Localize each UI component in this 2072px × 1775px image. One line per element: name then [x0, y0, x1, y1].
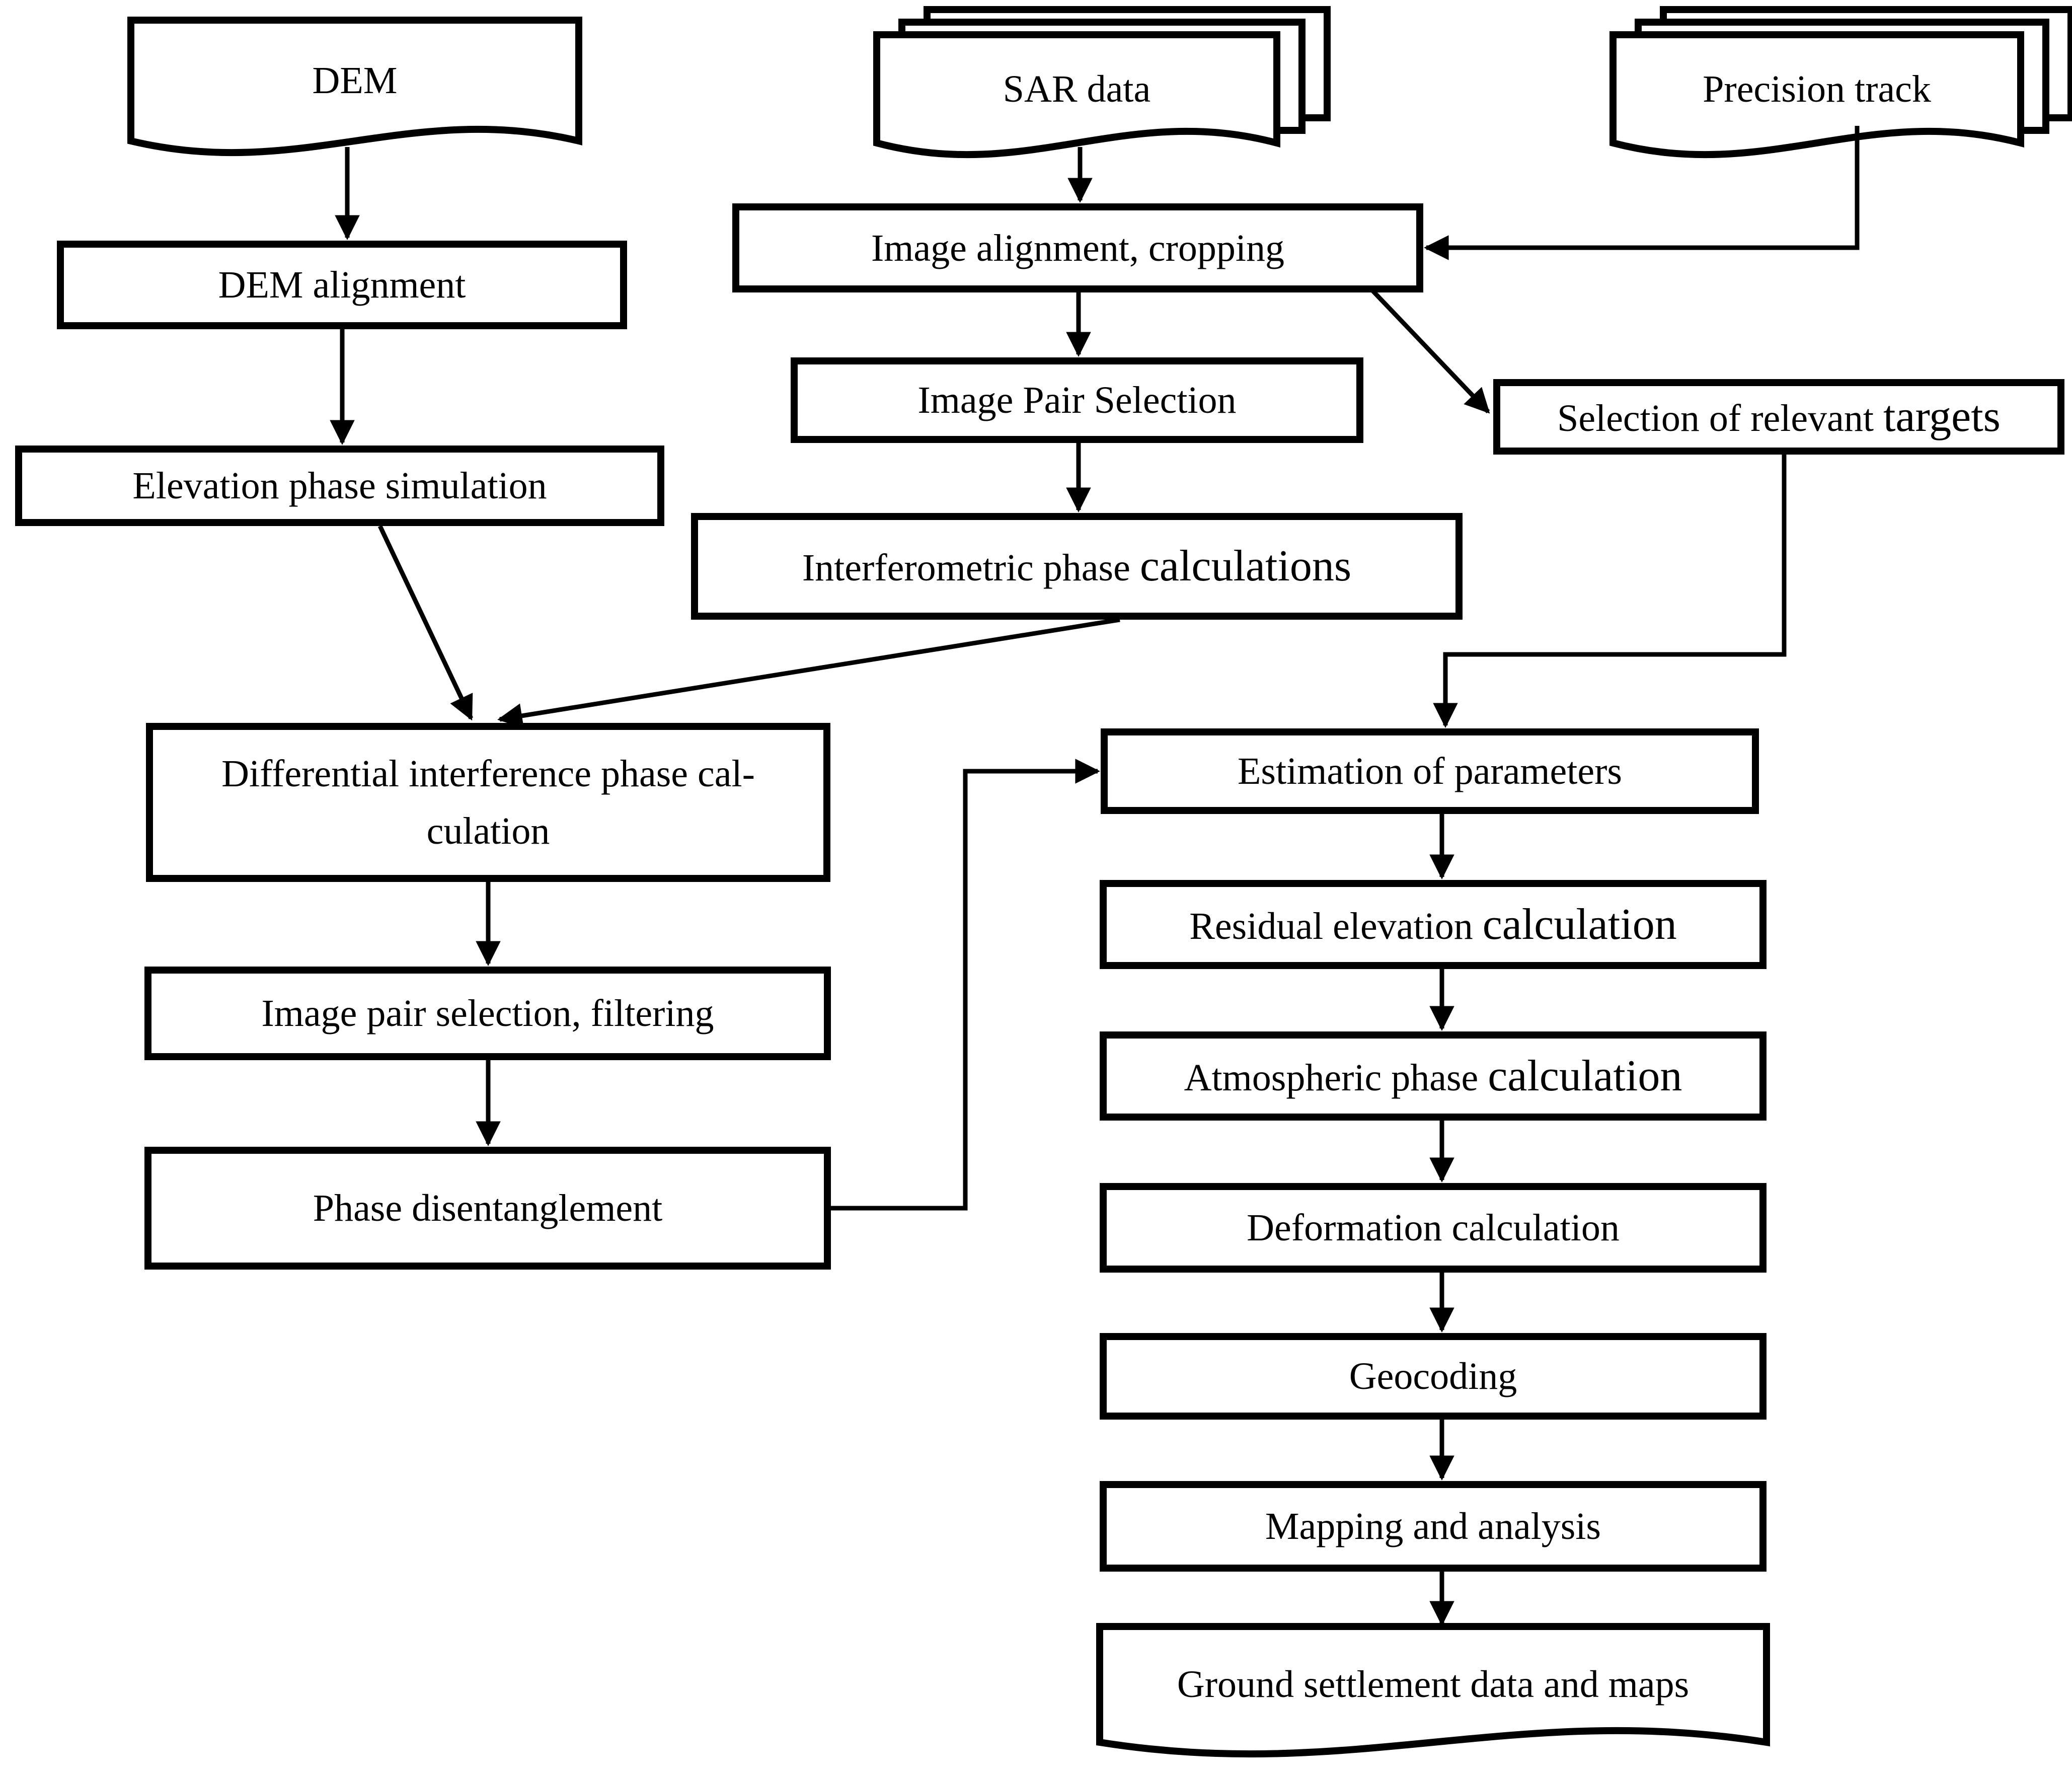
node-estimation-of-parameters: Estimation of parameters	[1101, 728, 1759, 814]
node-atmospheric-phase-calculation-label: Atmospheric phase calculation	[1177, 1043, 1690, 1110]
interferometric-text: Interferometric phase	[802, 547, 1140, 589]
node-dem-label: DEM	[312, 59, 398, 102]
node-residual-elevation-calculation-label: Residual elevation calculation	[1182, 892, 1684, 958]
node-dem-alignment: DEM alignment	[57, 241, 627, 329]
node-sar-data-label: SAR data	[1003, 67, 1151, 110]
node-elevation-phase-simulation: Elevation phase simulation	[15, 446, 664, 526]
node-precision-track-label: Precision track	[1703, 67, 1931, 110]
node-dem: DEM	[131, 20, 579, 141]
node-image-alignment-cropping: Image alignment, cropping	[732, 203, 1423, 292]
interferometric-text2: calculations	[1139, 542, 1352, 590]
selection-targets-text2: targets	[1883, 392, 2001, 441]
node-geocoding-label: Geocoding	[1349, 1355, 1517, 1397]
node-precision-track: Precision track	[1613, 35, 2021, 143]
node-geocoding: Geocoding	[1100, 1333, 1767, 1420]
node-atmospheric-phase-calculation: Atmospheric phase calculation	[1100, 1031, 1767, 1121]
node-image-pair-selection-filtering-label: Image pair selection, filtering	[261, 992, 714, 1034]
node-dem-alignment-label: DEM alignment	[218, 264, 466, 306]
node-phase-disentanglement: Phase disentanglement	[144, 1147, 831, 1270]
node-differential-interference-phase-calculation: Differential interference phase cal- cul…	[146, 723, 830, 882]
ground-document-shape	[1096, 1623, 1770, 1758]
node-differential-interference-phase-calculation-label: Differential interference phase cal- cul…	[221, 753, 755, 852]
node-ground-settlement-label: Ground settlement data and maps	[1177, 1663, 1690, 1706]
node-image-alignment-cropping-label: Image alignment, cropping	[871, 227, 1284, 269]
residual-text2: calculation	[1482, 900, 1677, 949]
node-mapping-and-analysis: Mapping and analysis	[1100, 1481, 1767, 1572]
node-selection-of-relevant-targets: Selection of relevant targets	[1493, 379, 2064, 455]
node-residual-elevation-calculation: Residual elevation calculation	[1100, 880, 1767, 969]
precision-document-stack-shape	[1609, 6, 2072, 159]
node-deformation-calculation-label: Deformation calculation	[1247, 1207, 1620, 1249]
node-ground-settlement: Ground settlement data and maps	[1100, 1626, 1767, 1742]
node-sar-data: SAR data	[877, 35, 1277, 143]
node-image-pair-selection: Image Pair Selection	[791, 357, 1363, 443]
atmospheric-text: Atmospheric phase	[1184, 1056, 1488, 1099]
node-image-pair-selection-label: Image Pair Selection	[917, 379, 1237, 421]
node-phase-disentanglement-label: Phase disentanglement	[313, 1187, 663, 1229]
node-elevation-phase-simulation-label: Elevation phase simulation	[132, 465, 547, 507]
node-selection-of-relevant-targets-label: Selection of relevant targets	[1550, 384, 2008, 450]
node-interferometric-phase-calculations: Interferometric phase calculations	[691, 513, 1463, 620]
selection-targets-text: Selection of relevant	[1557, 397, 1883, 439]
residual-text: Residual elevation	[1189, 905, 1483, 947]
dem-document-shape	[127, 17, 582, 157]
node-mapping-and-analysis-label: Mapping and analysis	[1265, 1505, 1601, 1547]
node-interferometric-phase-calculations-label: Interferometric phase calculations	[795, 533, 1358, 600]
node-deformation-calculation: Deformation calculation	[1100, 1183, 1767, 1273]
atmospheric-text2: calculation	[1488, 1051, 1682, 1100]
sar-document-stack-shape	[873, 6, 1331, 159]
node-image-pair-selection-filtering: Image pair selection, filtering	[144, 967, 831, 1060]
node-estimation-of-parameters-label: Estimation of parameters	[1238, 750, 1622, 792]
